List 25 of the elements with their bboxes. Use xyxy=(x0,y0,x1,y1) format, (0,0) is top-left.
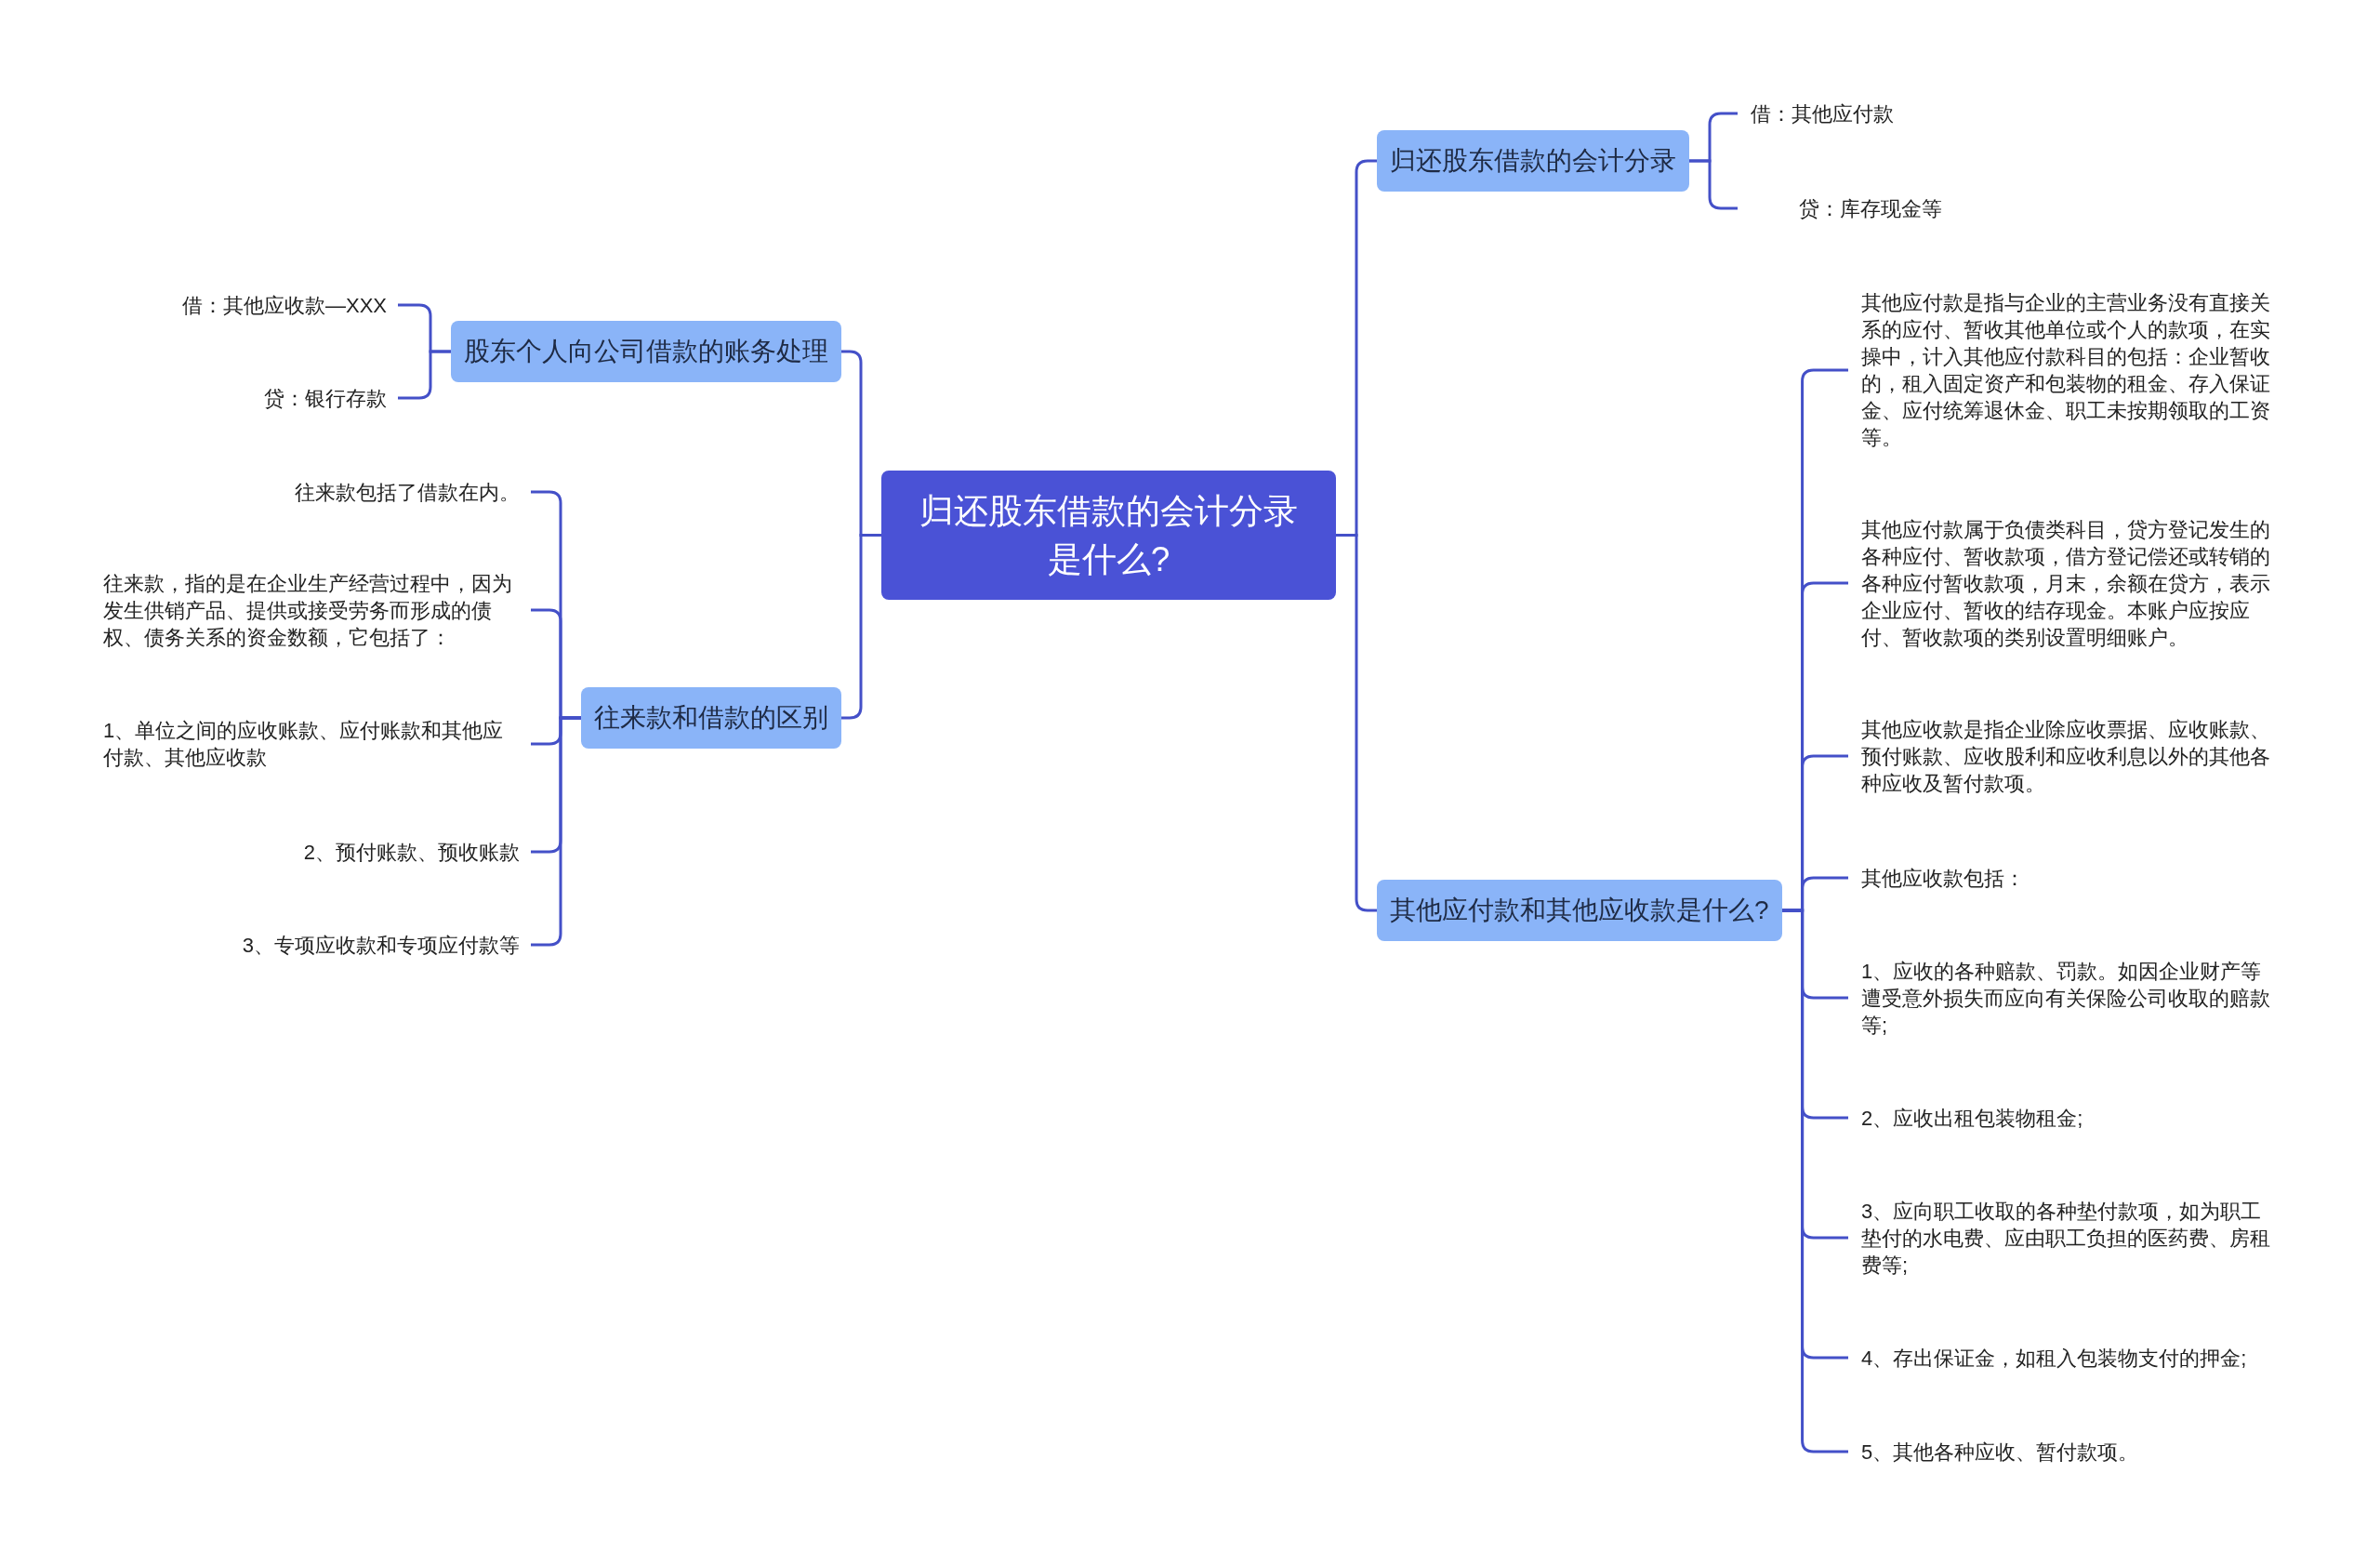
topic-text: 贷：库存现金等 xyxy=(1738,194,1942,222)
topic-text: 5、其他各种应收、暂付款项。 xyxy=(1848,1438,2139,1466)
topic-text: 借：其他应付款 xyxy=(1738,100,1894,127)
topic-text: 其他应收款是指企业除应收票据、应收账款、预付账款、应收股利和应收利息以外的其他各种应收及暂付款项。 xyxy=(1848,715,2278,797)
topic-text: 借：其他应收款—XXX xyxy=(181,291,398,319)
topic-text: 其他应付款属于负债类科目，贷方登记发生的各种应付、暂收款项，借方登记偿还或转销的各种应付暂收款项，月末，余额在贷方，表示企业应付、暂收的结存现金。本账户应按应付、暂收款项的类别设置明细账户。 xyxy=(1848,515,2278,651)
topic-text: 1、单位之间的应收账款、应付账款和其他应付款、其他应收款 xyxy=(103,717,531,771)
topic-box: 往来款和借款的区别 xyxy=(581,687,841,749)
topic-box: 归还股东借款的会计分录 xyxy=(1377,130,1689,192)
topic-text: 往来款，指的是在企业生产经营过程中，因为发生供销产品、提供或接受劳务而形成的债权、债务关系的资金数额，它包括了： xyxy=(103,569,531,651)
topic-text: 其他应付款是指与企业的主营业务没有直接关系的应付、暂收其他单位或个人的款项，在实操中，计入其他应付款科目的包括：企业暂收的，租入固定资产和包装物的租金、存入保证金、应付统筹退休金、职工未按期领取的工资等。 xyxy=(1848,289,2278,451)
connector-line xyxy=(841,534,881,720)
connector-line xyxy=(1336,534,1377,912)
topic-text: 2、应收出租包装物租金; xyxy=(1848,1104,2083,1132)
topic-text: 1、应收的各种赔款、罚款。如因企业财产等遭受意外损失而应向有关保险公司收取的赔款等; xyxy=(1848,957,2278,1039)
topic-box: 其他应付款和其他应收款是什么? xyxy=(1377,880,1782,941)
topic-text: 往来款包括了借款在内。 xyxy=(295,478,531,506)
topic-text: 2、预付账款、预收账款 xyxy=(303,838,531,866)
topic-text: 3、应向职工收取的各种垫付款项，如为职工垫付的水电费、应由职工负担的医药费、房租费等; xyxy=(1848,1197,2278,1279)
topic-text: 贷：银行存款 xyxy=(264,384,398,412)
topic-text: 4、存出保证金，如租入包装物支付的押金; xyxy=(1848,1344,2247,1372)
central-topic-box: 归还股东借款的会计分录是什么? xyxy=(881,471,1336,600)
topic-text: 其他应收款包括： xyxy=(1848,864,2025,892)
topic-box: 股东个人向公司借款的账务处理 xyxy=(451,321,841,382)
topic-text: 3、专项应收款和专项应付款等 xyxy=(242,931,531,959)
